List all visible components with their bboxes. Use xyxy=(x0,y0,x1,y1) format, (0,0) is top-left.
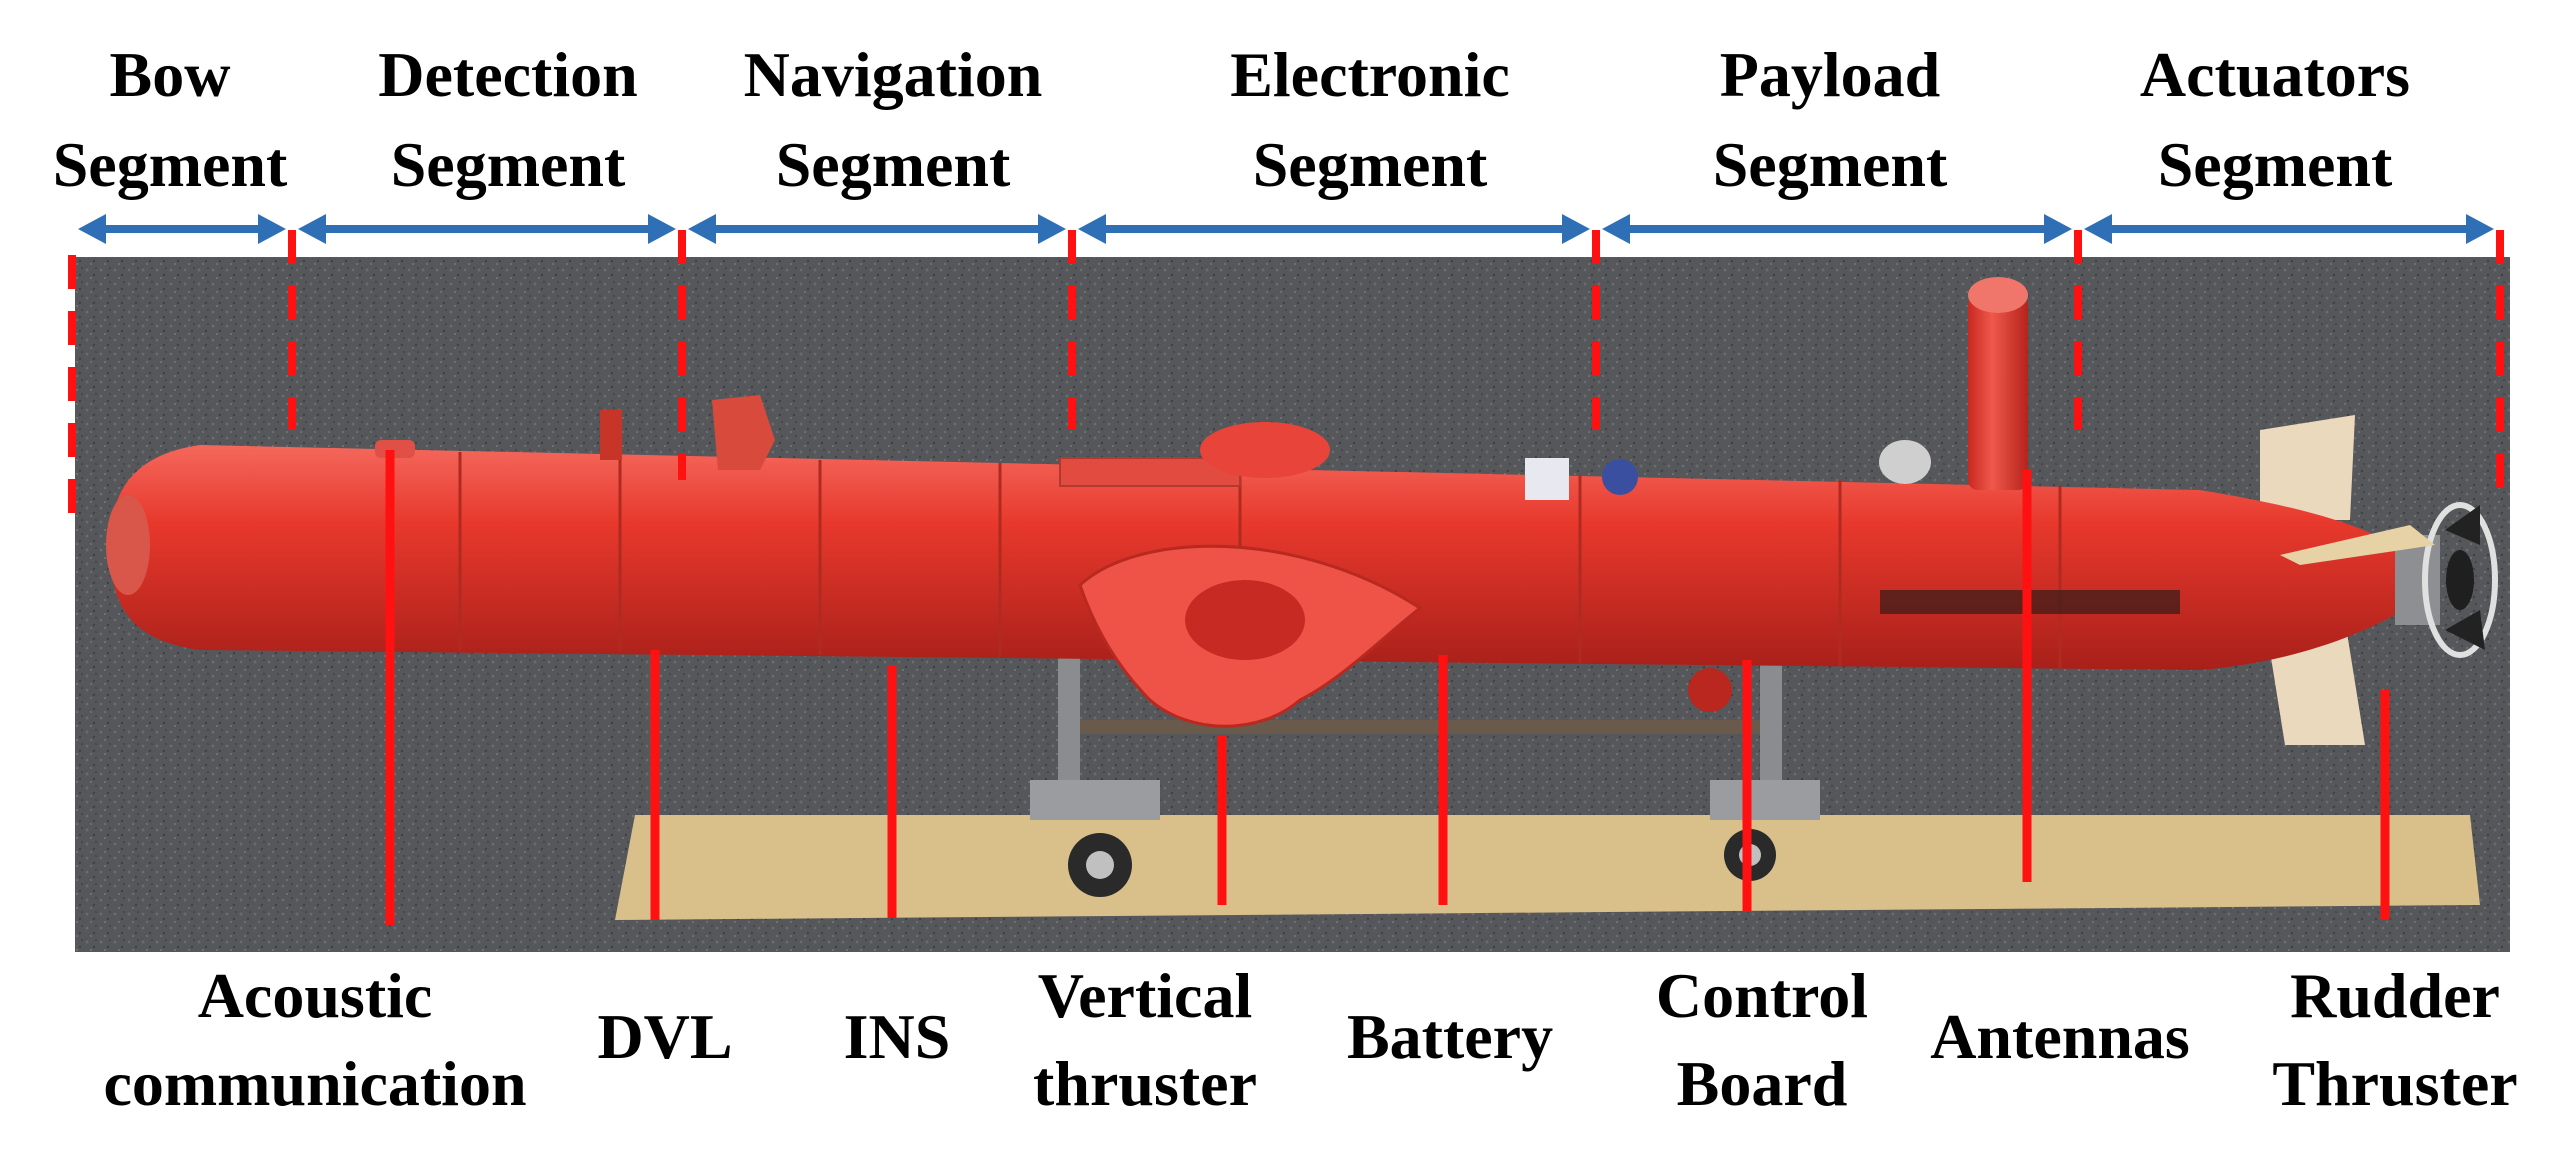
hull-logo-badge xyxy=(1602,459,1638,495)
antenna-mast-top xyxy=(1968,277,2028,313)
segment-arrow-head-left xyxy=(78,214,106,244)
dvl-mount xyxy=(600,410,622,460)
ins-mount xyxy=(712,395,775,470)
vertical-thruster-top-cover xyxy=(1200,422,1330,478)
component-label-dvl: DVL xyxy=(597,1001,733,1072)
component-pointers xyxy=(385,450,2390,925)
antenna-mast xyxy=(1968,295,2028,490)
segment-arrow-head-left xyxy=(2084,214,2112,244)
segment-arrow-head-left xyxy=(298,214,326,244)
hull-seams xyxy=(458,452,2062,668)
tail-fin-top xyxy=(2260,415,2355,520)
antenna-dome xyxy=(1879,440,1931,484)
component-label-ins: INS xyxy=(843,1001,951,1072)
segment-arrow-head-right xyxy=(648,214,676,244)
vertical-thruster-opening xyxy=(1185,580,1305,660)
segment-arrow-head-left xyxy=(688,214,716,244)
bow-cap xyxy=(106,495,150,595)
acoustic-mount xyxy=(375,440,415,458)
segment-arrows xyxy=(78,214,2494,244)
segment-arrow-head-right xyxy=(2466,214,2494,244)
segment-arrow-head-right xyxy=(1038,214,1066,244)
component-label-antennas: Antennas xyxy=(1930,1001,2190,1072)
component-label-battery: Battery xyxy=(1346,1001,1554,1072)
hull-sticker xyxy=(1525,458,1569,500)
rudder-blade xyxy=(2280,525,2435,565)
segment-arrow-head-right xyxy=(258,214,286,244)
segment-arrow-head-left xyxy=(1078,214,1106,244)
segment-arrow-head-right xyxy=(2044,214,2072,244)
segment-arrow-head-left xyxy=(1602,214,1630,244)
segment-arrow-head-right xyxy=(1562,214,1590,244)
propeller xyxy=(2395,502,2498,658)
segment-dividers xyxy=(68,230,2504,530)
